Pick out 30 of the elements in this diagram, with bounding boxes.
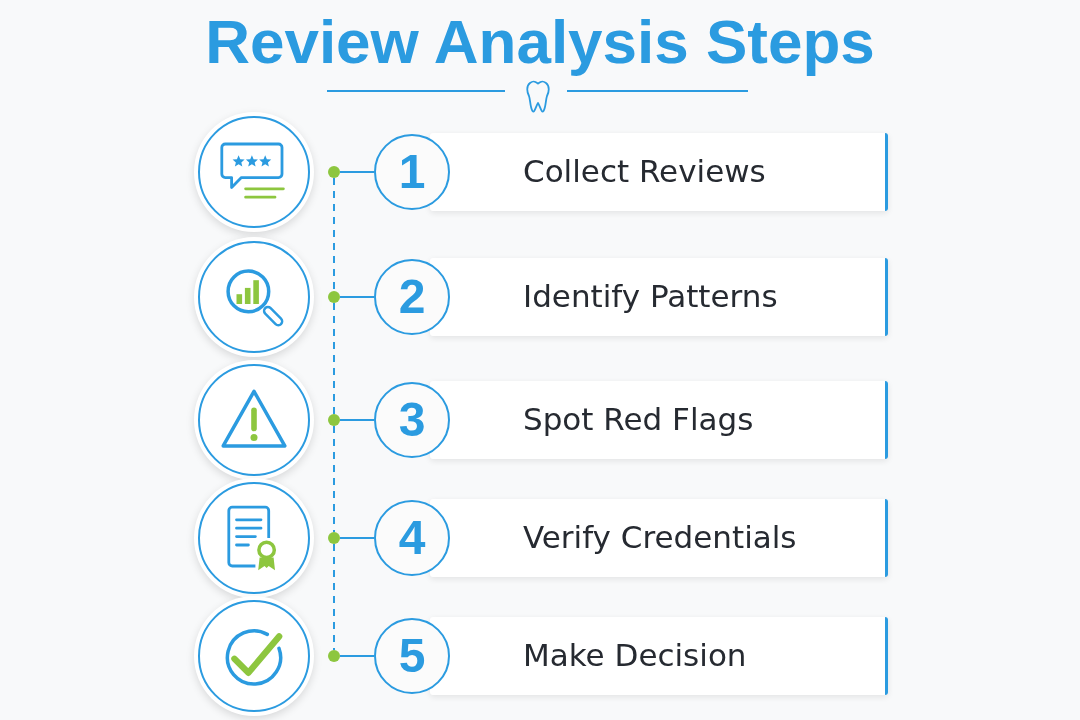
step-card — [430, 258, 888, 336]
timeline-dot — [328, 532, 340, 544]
timeline-dot — [328, 166, 340, 178]
step-card — [430, 381, 888, 459]
step-number: 3 — [398, 396, 426, 444]
step-label: Identify Patterns — [523, 279, 778, 315]
timeline-dot — [328, 650, 340, 662]
step-label: Make Decision — [523, 638, 747, 674]
dashed-connector-line — [333, 543, 335, 651]
connector-line — [339, 296, 375, 298]
dashed-connector-line — [333, 302, 335, 415]
step-number: 5 — [398, 632, 426, 680]
timeline-dot — [328, 414, 340, 426]
title: Review Analysis Steps — [205, 6, 875, 78]
step-card — [430, 499, 888, 577]
connector-line — [339, 419, 375, 421]
connector-line — [339, 537, 375, 539]
step-label: Verify Credentials — [523, 520, 797, 556]
step-card — [430, 617, 888, 695]
dashed-connector-line — [333, 425, 335, 533]
connector-line — [339, 171, 375, 173]
step-number: 4 — [398, 514, 426, 562]
step-card — [430, 133, 888, 211]
connector-line — [339, 655, 375, 657]
dashed-connector-line — [333, 177, 335, 292]
step-number: 2 — [398, 273, 426, 321]
step-label: Collect Reviews — [523, 154, 766, 190]
step-number: 1 — [398, 148, 426, 196]
timeline-dot — [328, 291, 340, 303]
step-label: Spot Red Flags — [523, 402, 754, 438]
